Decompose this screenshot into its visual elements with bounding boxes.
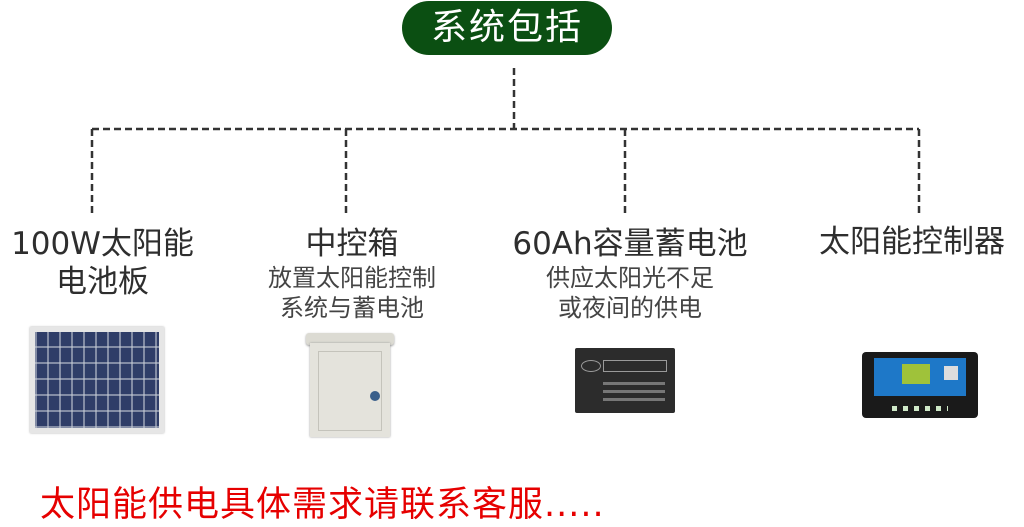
solar-controller-image — [862, 352, 978, 418]
item-description: 供应太阳光不足 — [546, 264, 714, 292]
item-control-box: 中控箱 放置太阳能控制 系统与蓄电池 — [246, 225, 458, 323]
solar-panel-image — [30, 327, 164, 433]
item-description: 放置太阳能控制 — [268, 264, 436, 292]
system-includes-header: 系统包括 — [402, 1, 612, 55]
item-storage-battery: 60Ah容量蓄电池 供应太阳光不足 或夜间的供电 — [490, 225, 770, 323]
item-description: 系统与蓄电池 — [280, 294, 424, 322]
storage-battery-image — [575, 348, 675, 413]
item-solar-controller: 太阳能控制器 — [800, 223, 1024, 261]
item-description: 或夜间的供电 — [558, 294, 702, 322]
item-title: 中控箱 — [305, 226, 399, 262]
lock-icon — [370, 391, 380, 401]
item-title: 电池板 — [56, 264, 149, 300]
item-title: 100W太阳能 — [11, 226, 194, 262]
contact-support-note: 太阳能供电具体需求请联系客服..... — [40, 485, 605, 525]
item-solar-panel: 100W太阳能 电池板 — [0, 225, 205, 301]
item-title: 60Ah容量蓄电池 — [512, 226, 748, 262]
control-box-image — [306, 333, 394, 437]
item-title: 太阳能控制器 — [819, 224, 1005, 260]
